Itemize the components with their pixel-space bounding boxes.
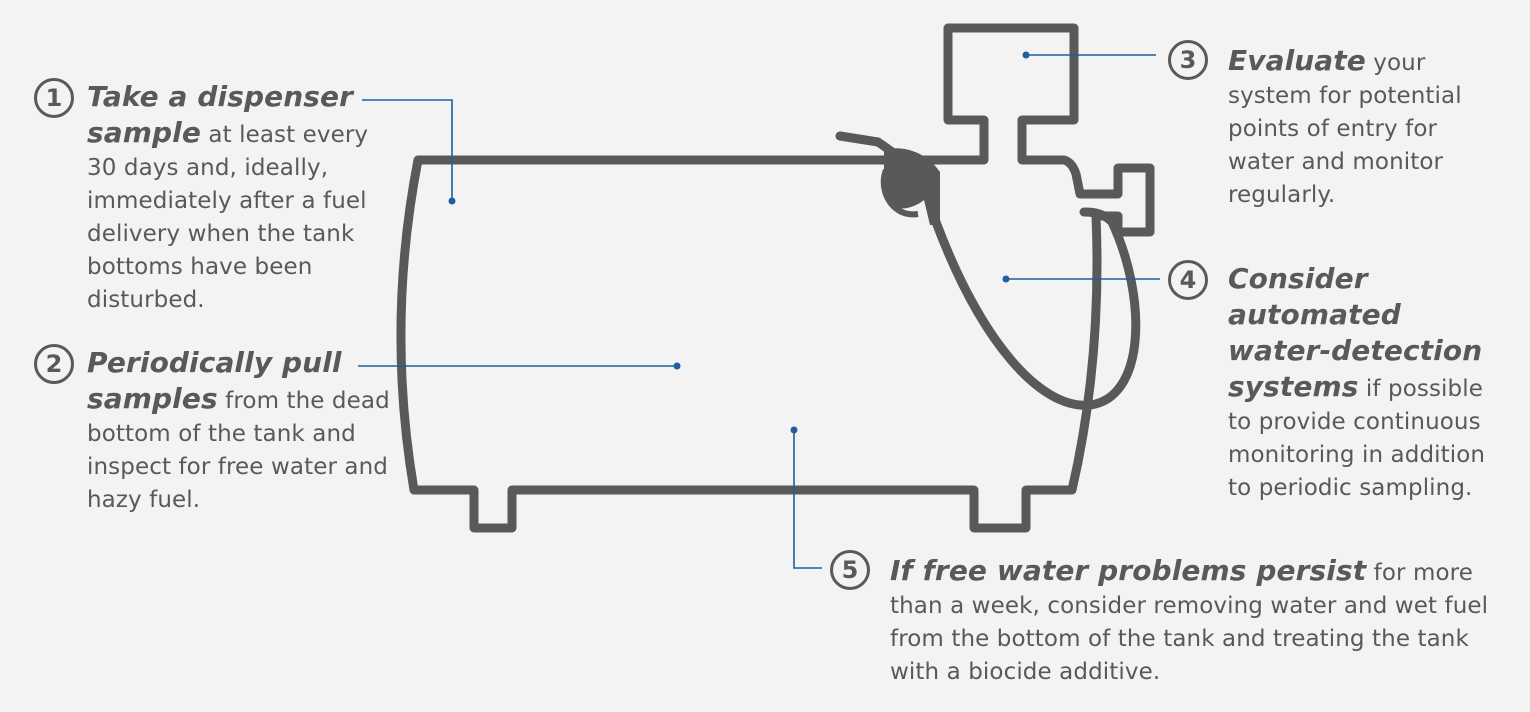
step-4-text: Consider automated water-detection syste… bbox=[1228, 262, 1503, 505]
leader-line-5 bbox=[793, 430, 822, 569]
step-2-lead: Periodically pull samples bbox=[87, 346, 342, 415]
step-3-body: your system for potential points of entr… bbox=[1228, 50, 1462, 208]
step-4-body: if possible to provide continuous monito… bbox=[1228, 376, 1486, 501]
step-3-text: Evaluate your system for potential point… bbox=[1228, 44, 1463, 212]
step-5-badge: 5 bbox=[830, 550, 870, 590]
step-1-body: at least every 30 days and, ideally, imm… bbox=[87, 122, 369, 313]
step-1-lead: Take a dispenser sample bbox=[87, 80, 354, 149]
nozzle-body bbox=[884, 148, 940, 225]
nozzle-trigger bbox=[880, 168, 919, 218]
step-1-badge: 1 bbox=[34, 78, 74, 118]
step-4-badge: 4 bbox=[1168, 260, 1208, 300]
leader-line-1 bbox=[362, 99, 453, 200]
leader-dot-2 bbox=[673, 362, 681, 370]
leader-dot-1 bbox=[448, 197, 456, 205]
step-1-text: Take a dispenser sample at least every 3… bbox=[87, 80, 377, 317]
dispenser-hose bbox=[931, 207, 1141, 410]
leader-dot-3 bbox=[1022, 51, 1030, 59]
leader-dot-5 bbox=[790, 426, 798, 434]
tank-body bbox=[396, 23, 1155, 533]
step-2-body: from the dead bottom of the tank and ins… bbox=[87, 388, 390, 513]
step-5-body: for more than a week, consider removing … bbox=[890, 560, 1489, 685]
step-3-badge: 3 bbox=[1168, 40, 1208, 80]
step-2-badge: 2 bbox=[34, 344, 74, 384]
step-4-lead: Consider automated water-detection syste… bbox=[1228, 262, 1483, 403]
step-5-lead: If free water problems persist bbox=[890, 554, 1367, 587]
leader-dot-4 bbox=[1002, 275, 1010, 283]
step-5-text: If free water problems persist for more … bbox=[890, 554, 1495, 689]
step-3-lead: Evaluate bbox=[1228, 44, 1366, 77]
step-2-text: Periodically pull samples from the dead … bbox=[87, 346, 392, 517]
